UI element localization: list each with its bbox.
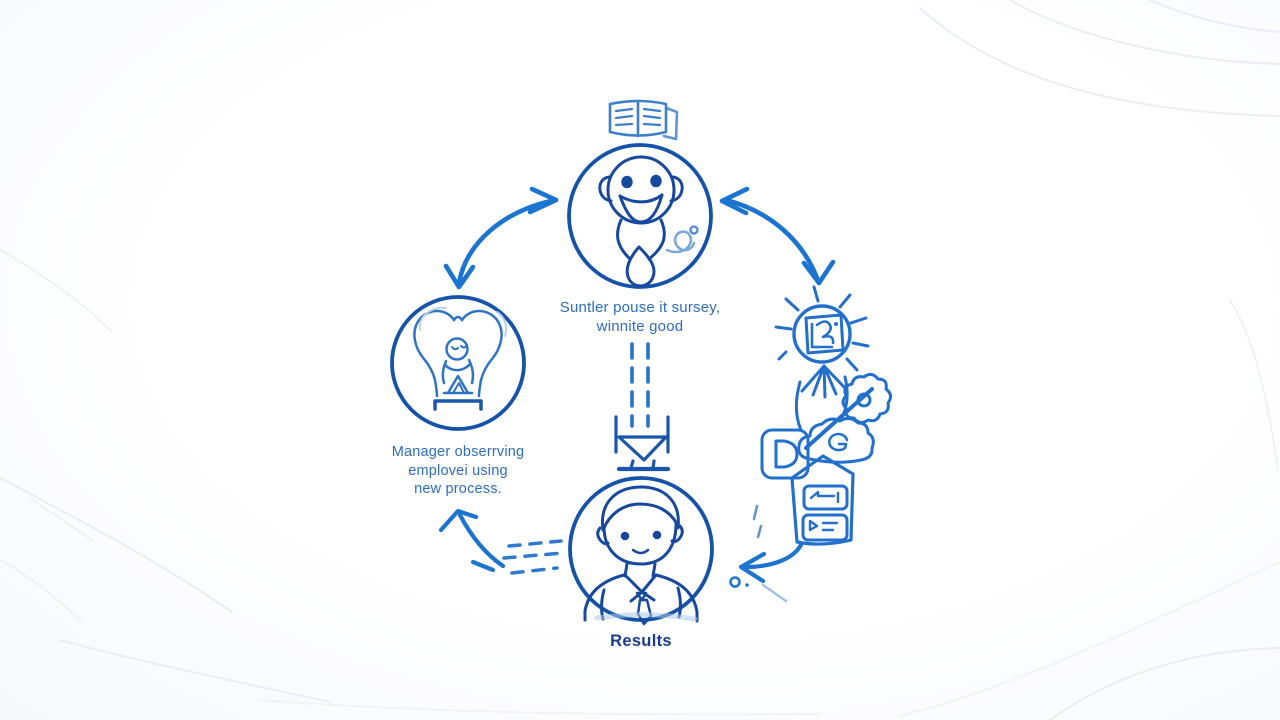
results-label: Results xyxy=(610,632,672,650)
cloud-doodle-icon xyxy=(797,416,875,464)
sun-doodle-icon xyxy=(774,285,870,399)
curved-arrow-left-top xyxy=(443,186,559,290)
left-caption-line-2: emplovei using xyxy=(408,462,508,479)
left-circle-caption: Manager obserrving emplovei using new pr… xyxy=(358,443,558,499)
dashed-lines-into-funnel-arrow-icon xyxy=(614,342,671,472)
d-tag-doodle-icon xyxy=(760,428,810,480)
top-caption-line-1: Suntler pouse it sursey, xyxy=(559,299,721,316)
top-caption-line-2: winnite good xyxy=(596,317,684,335)
open-book-icon xyxy=(608,99,679,141)
top-circle-node xyxy=(567,143,713,289)
left-caption-line-1: Manager obserrving xyxy=(391,444,525,460)
smiling-person-with-lanyard-icon xyxy=(598,155,699,288)
employee-portrait-icon xyxy=(583,485,699,626)
dashed-curved-arrow-bottom-left xyxy=(438,508,565,575)
bottom-circle-node xyxy=(568,476,714,626)
gear-doodle-icon xyxy=(841,372,893,425)
curved-arrow-bottom-right xyxy=(729,542,804,603)
top-circle-caption: Suntler pouse it sursey, winnite good xyxy=(460,299,820,336)
person-inside-lightbulb-icon xyxy=(413,306,507,411)
left-circle-node xyxy=(390,295,526,431)
left-caption-line-3: new process. xyxy=(414,481,502,497)
pencil-stroke xyxy=(804,387,874,450)
curved-arrow-right-top xyxy=(719,186,836,286)
right-doodle-cluster xyxy=(752,285,893,546)
checklist-card-doodle-icon xyxy=(790,454,855,546)
